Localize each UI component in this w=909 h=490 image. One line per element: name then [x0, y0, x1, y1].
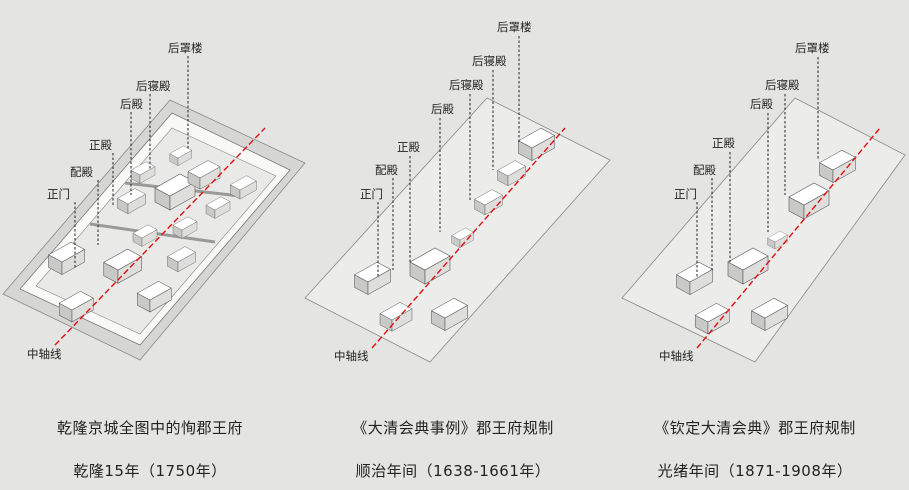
label-back-hall: 后殿 [750, 97, 773, 111]
panel-2-leader-lines [377, 36, 520, 278]
panel-1-caption-title: 乾隆京城全图中的恂郡王府 [56, 419, 243, 437]
label-rear-hall: 后寝殿 [136, 79, 171, 93]
label-rear-hall: 后寝殿 [472, 54, 507, 68]
label-rear-tower: 后罩楼 [168, 41, 203, 55]
label-main-hall: 正殿 [397, 140, 420, 154]
label-axis: 中轴线 [334, 349, 369, 363]
label-axis: 中轴线 [659, 349, 694, 363]
label-back-hall: 后殿 [431, 102, 454, 116]
panel-2-model [304, 36, 611, 363]
label-gate: 正门 [47, 187, 70, 201]
panel-1-central-axis [54, 127, 266, 346]
label-main-hall: 正殿 [712, 136, 735, 150]
label-rear-tower: 后罩楼 [497, 20, 532, 34]
panel-2-caption-date: 顺治年间（1638-1661年） [355, 462, 551, 480]
label-axis: 中轴线 [27, 347, 62, 361]
panel-3-model [621, 57, 906, 363]
diagram-scene: 后罩楼 后寝殿 后殿 正殿 配殿 正门 中轴线 后罩楼 后寝殿 后寝殿 [2, 20, 906, 363]
panel-1-leader-lines [74, 56, 189, 268]
panel-3-leader-lines [696, 57, 819, 278]
panel-2-central-axis [371, 127, 566, 349]
panel-2-caption-title: 《大清会典事例》郡王府规制 [352, 419, 554, 437]
label-main-hall: 正殿 [89, 138, 112, 152]
panel-3-caption-date: 光绪年间（1871-1908年） [657, 462, 853, 480]
panel-3-central-axis [696, 127, 881, 349]
label-side-hall: 配殿 [375, 163, 398, 177]
panel-2-labels: 后罩楼 后寝殿 后寝殿 后殿 正殿 配殿 正门 中轴线 [334, 20, 532, 363]
label-back-hall: 后殿 [120, 97, 143, 111]
label-gate: 正门 [674, 187, 697, 201]
label-rear-tower: 后罩楼 [795, 41, 830, 55]
label-gate: 正门 [360, 187, 383, 201]
panel-3-caption-title: 《钦定大清会典》郡王府规制 [654, 419, 856, 437]
panel-1-caption-date: 乾隆15年（1750年） [73, 462, 227, 480]
panel-1-labels: 后罩楼 后寝殿 后殿 正殿 配殿 正门 中轴线 [27, 41, 203, 361]
label-side-hall: 配殿 [70, 165, 93, 179]
label-rear-hall: 后寝殿 [765, 78, 800, 92]
label-side-hall: 配殿 [693, 163, 716, 177]
panel-1-model [2, 56, 306, 361]
label-back-hall-2: 后寝殿 [449, 78, 484, 92]
panel-3-labels: 后罩楼 后寝殿 后殿 正殿 配殿 正门 中轴线 [659, 41, 830, 363]
